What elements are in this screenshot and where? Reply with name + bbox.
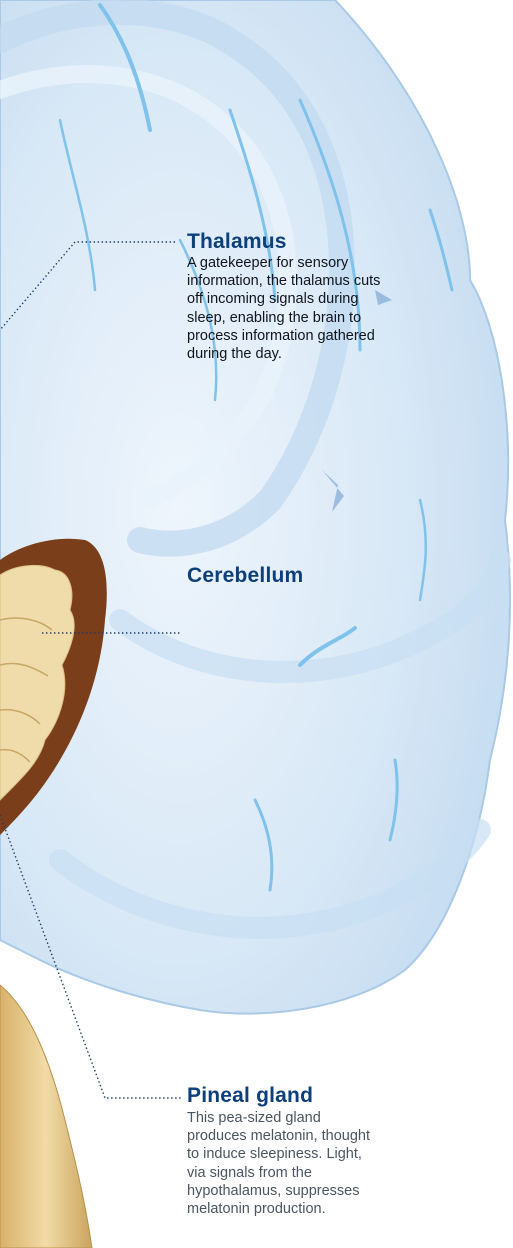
thalamus-description: A gatekeeper for sensory information, th… [187,254,397,363]
pineal-gland-description: This pea-sized gland produces melatonin,… [187,1109,377,1218]
cerebellum-title: Cerebellum [187,565,387,587]
pineal-gland-title: Pineal gland [187,1085,377,1107]
pineal-gland-label: Pineal gland This pea-sized gland produc… [187,1085,377,1218]
thalamus-label: Thalamus A gatekeeper for sensory inform… [187,231,397,363]
brainstem [0,985,92,1248]
thalamus-title: Thalamus [187,231,397,253]
cerebellum-label: Cerebellum [187,565,387,587]
